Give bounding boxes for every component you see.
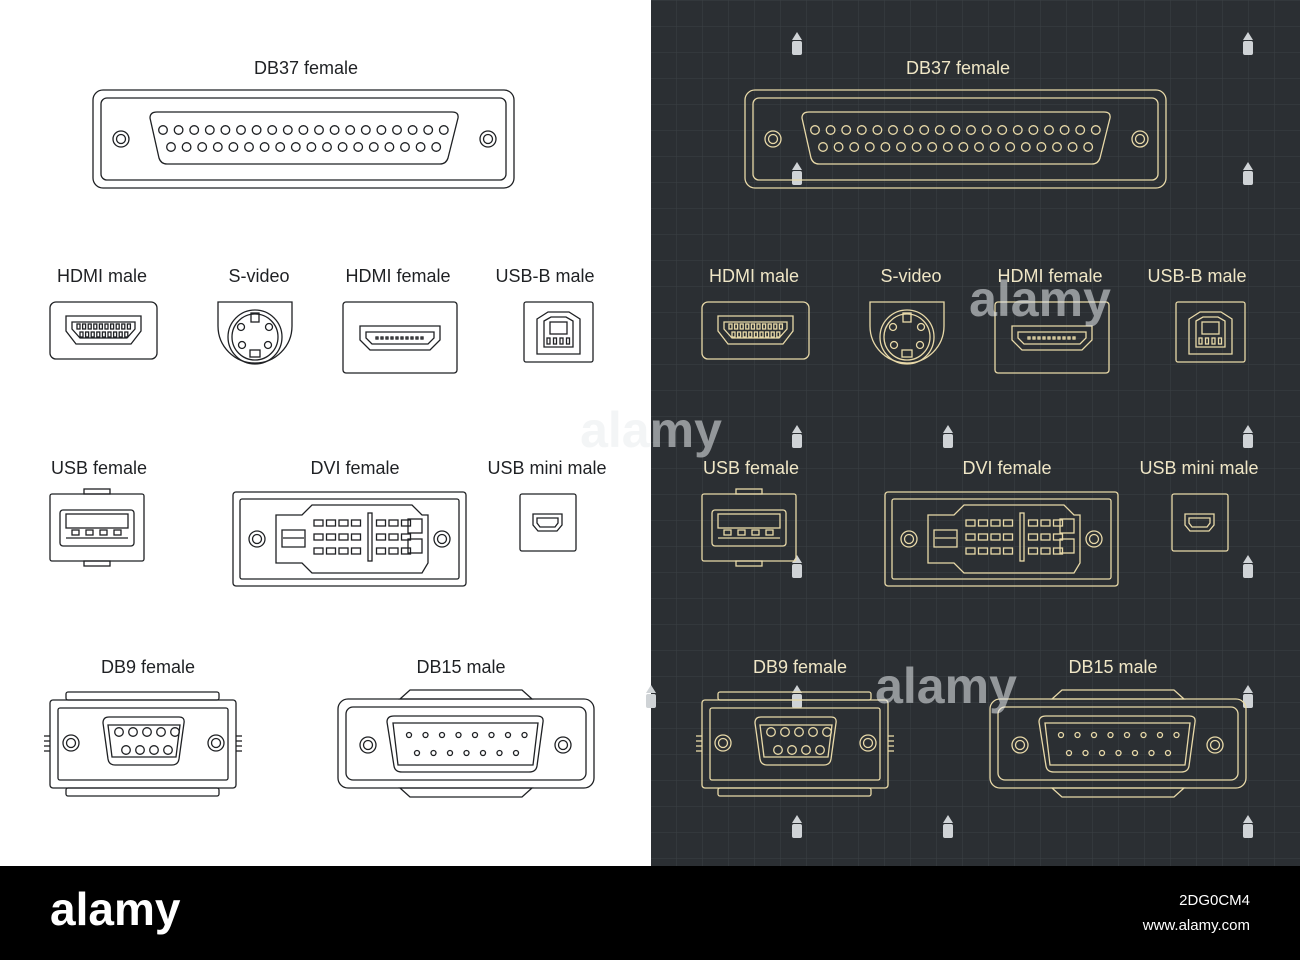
watermark-text: alamy xyxy=(969,271,1111,327)
dvi-female-connector-icon xyxy=(232,491,467,587)
s-video-connector-icon xyxy=(217,301,293,365)
connector-label-db15-male: DB15 male xyxy=(1068,657,1157,677)
footer-brand-logo: alamy xyxy=(50,883,181,935)
connector-label-db9-female: DB9 female xyxy=(101,657,195,677)
connector-label-usb-female: USB female xyxy=(703,458,799,478)
connector-label-db9-female: DB9 female xyxy=(753,657,847,677)
usb-b-male-connector-icon xyxy=(1175,301,1246,363)
watermark-group: alamy alamy alamy xyxy=(580,271,1111,714)
connector-label-dvi-female: DVI female xyxy=(310,458,399,478)
connector-label-db37: DB37 female xyxy=(906,58,1010,78)
dvi-female-connector-icon xyxy=(884,491,1119,587)
connector-label-usb-mini-male: USB mini male xyxy=(1139,458,1258,478)
watermark-text: alamy xyxy=(875,658,1017,714)
footer-site: www.alamy.com xyxy=(1142,917,1250,934)
connector-label-hdmi-male: HDMI male xyxy=(57,266,147,286)
usb-female-connector-icon xyxy=(701,488,797,567)
hdmi-male-connector-icon xyxy=(49,301,158,360)
connector-label-s-video: S-video xyxy=(228,266,289,286)
usb-female-connector-icon xyxy=(49,488,145,567)
s-video-connector-icon xyxy=(869,301,945,365)
db15-male-connector-icon xyxy=(337,689,595,798)
db37-female-connector-icon xyxy=(744,89,1167,189)
usb-mini-male-connector-icon xyxy=(519,493,577,552)
connector-label-db37: DB37 female xyxy=(254,58,358,78)
footer: alamy 2DG0CM4 www.alamy.com xyxy=(50,883,1250,935)
hdmi-female-connector-icon xyxy=(342,301,458,374)
db9-female-connector-icon xyxy=(44,691,242,797)
connector-label-usb-b-male: USB-B male xyxy=(1147,266,1246,286)
light-panel xyxy=(0,0,651,866)
connector-label-s-video: S-video xyxy=(880,266,941,286)
connector-label-hdmi-male: HDMI male xyxy=(709,266,799,286)
hdmi-male-connector-icon xyxy=(701,301,810,360)
connector-label-usb-mini-male: USB mini male xyxy=(487,458,606,478)
connector-label-hdmi-female: HDMI female xyxy=(997,266,1102,286)
db15-male-connector-icon xyxy=(989,689,1247,798)
footer-image-id: 2DG0CM4 xyxy=(1179,892,1250,909)
connector-label-db15-male: DB15 male xyxy=(416,657,505,677)
connector-label-usb-b-male: USB-B male xyxy=(495,266,594,286)
hdmi-female-connector-icon xyxy=(994,301,1110,374)
db37-female-connector-icon xyxy=(92,89,515,189)
connector-label-dvi-female: DVI female xyxy=(962,458,1051,478)
usb-mini-male-connector-icon xyxy=(1171,493,1229,552)
connector-label-usb-female: USB female xyxy=(51,458,147,478)
footer-bar xyxy=(0,866,1300,955)
db9-female-connector-icon xyxy=(696,691,894,797)
watermark-text: alamy xyxy=(580,402,722,458)
connector-label-hdmi-female: HDMI female xyxy=(345,266,450,286)
usb-b-male-connector-icon xyxy=(523,301,594,363)
